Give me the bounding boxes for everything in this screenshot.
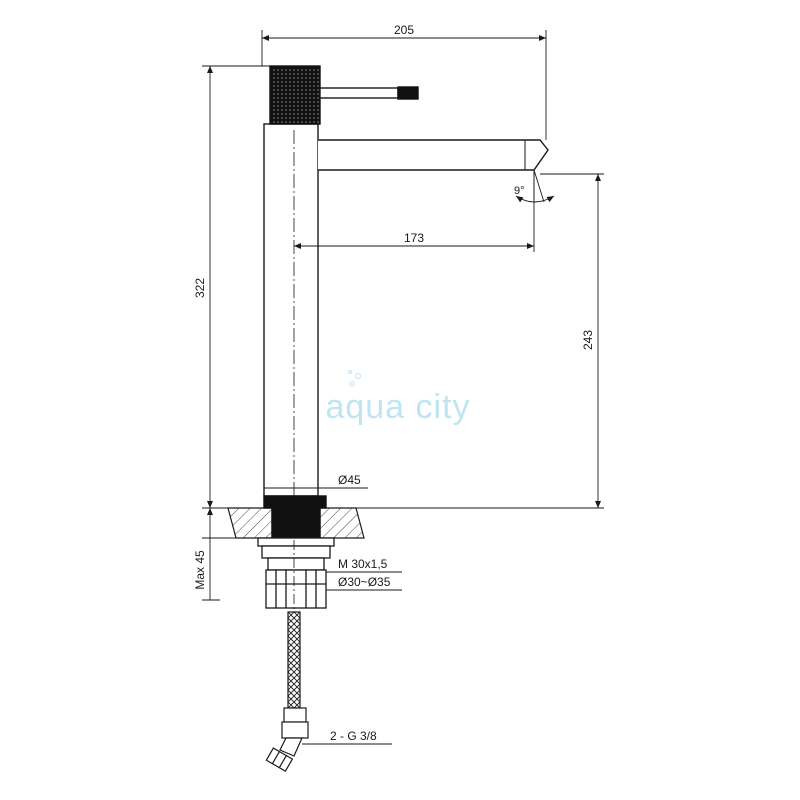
label-spout-reach: 173 [404, 231, 424, 245]
braided-hose [265, 611, 309, 773]
label-body-diameter: Ø45 [338, 473, 361, 487]
dimension-lines [202, 30, 604, 745]
mounting-shank [271, 507, 321, 539]
fixing-assembly [257, 537, 335, 612]
label-connection: 2 - G 3/8 [330, 729, 377, 743]
label-hole-diameter: Ø30~Ø35 [338, 575, 391, 589]
knurled-cap [269, 65, 321, 125]
label-max-counter: Max 45 [193, 550, 207, 590]
label-angle: 9° [514, 185, 525, 197]
label-thread: M 30x1,5 [338, 557, 388, 571]
watermark: aqua city [325, 370, 470, 426]
spout [318, 139, 549, 171]
watermark-text: aqua city [325, 388, 470, 426]
dimension-labels: 205 173 322 243 Max 45 Ø45 M 30x1,5 Ø30~… [193, 23, 595, 743]
label-total-height: 322 [193, 278, 207, 298]
lever-tip [397, 86, 419, 100]
label-total-width: 205 [394, 23, 414, 37]
base-ring [263, 495, 327, 509]
lever-handle [319, 87, 399, 99]
label-spout-height: 243 [581, 330, 595, 350]
faucet-body [263, 65, 549, 539]
